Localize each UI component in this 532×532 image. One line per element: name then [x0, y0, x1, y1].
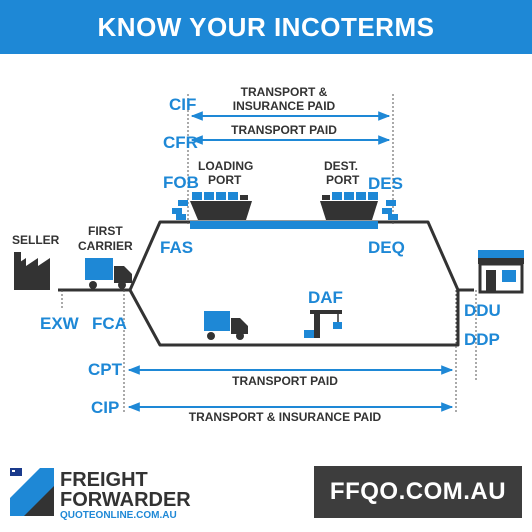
- term-cif: CIF: [169, 95, 196, 114]
- brand-logo: FREIGHT FORWARDER QUOTEONLINE.COM.AU: [10, 466, 230, 521]
- term-des: DES: [368, 174, 403, 193]
- cpt-span-label: TRANSPORT PAID: [232, 374, 338, 388]
- website-url[interactable]: FFQO.COM.AU: [329, 478, 507, 505]
- dest-port-label-1: DEST.: [324, 159, 358, 173]
- term-fas: FAS: [160, 238, 193, 257]
- land-truck-icon: [204, 311, 248, 340]
- first-carrier-label-2: CARRIER: [78, 239, 133, 253]
- first-carrier-label-1: FIRST: [88, 224, 123, 238]
- brand-line-1: FREIGHT: [60, 469, 148, 491]
- loading-port-label-2: PORT: [208, 173, 242, 187]
- seller-label: SELLER: [12, 233, 60, 247]
- brand-subline: QUOTEONLINE.COM.AU: [60, 510, 177, 520]
- term-cip: CIP: [91, 398, 119, 417]
- loading-ship-icon: [172, 192, 252, 220]
- term-ddu: DDU: [464, 301, 501, 320]
- loading-port-label-1: LOADING: [198, 159, 253, 173]
- crane-icon: [304, 310, 342, 338]
- sea-dock-bar: [190, 221, 378, 229]
- term-fob: FOB: [163, 173, 199, 192]
- term-ddp: DDP: [464, 330, 500, 349]
- cfr-span-label: TRANSPORT PAID: [231, 123, 337, 137]
- storefront-icon: [478, 250, 524, 294]
- term-exw: EXW: [40, 314, 80, 333]
- cif-span-label-2: INSURANCE PAID: [233, 99, 336, 113]
- dest-ship-icon: [320, 192, 398, 220]
- page-title: KNOW YOUR INCOTERMS: [97, 11, 435, 42]
- header-banner: KNOW YOUR INCOTERMS: [0, 0, 532, 54]
- term-cfr: CFR: [163, 133, 198, 152]
- truck-icon: [85, 258, 132, 289]
- term-daf: DAF: [308, 288, 343, 307]
- cif-span-label-1: TRANSPORT &: [241, 85, 328, 99]
- website-badge[interactable]: FFQO.COM.AU: [314, 466, 522, 518]
- term-deq: DEQ: [368, 238, 405, 257]
- dest-port-label-2: PORT: [326, 173, 360, 187]
- factory-icon: [14, 252, 50, 290]
- route-outline: [58, 220, 460, 347]
- brand-line-2: FORWARDER: [60, 489, 191, 511]
- term-cpt: CPT: [88, 360, 123, 379]
- logo-mark-icon: [10, 468, 54, 516]
- incoterms-diagram: CIF CFR FOB DES FAS DEQ DAF EXW FCA DDU …: [12, 85, 524, 424]
- brand-logo-graphic: FREIGHT FORWARDER QUOTEONLINE.COM.AU: [10, 468, 191, 521]
- cip-span-label: TRANSPORT & INSURANCE PAID: [189, 410, 382, 424]
- term-fca: FCA: [92, 314, 127, 333]
